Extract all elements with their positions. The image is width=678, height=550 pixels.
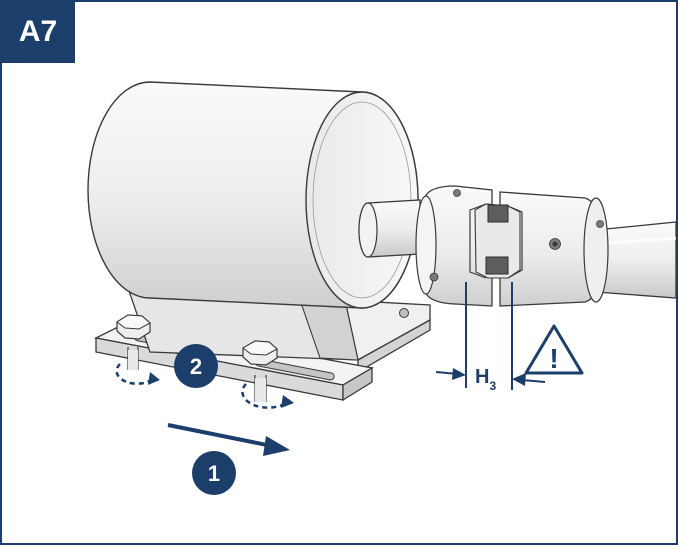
jaw-coupling [415, 185, 609, 307]
direction-arrow-icon [167, 423, 290, 456]
bolt-right [242, 340, 278, 402]
base-hole [399, 308, 409, 318]
spider-insert-top [487, 204, 509, 223]
bolt-left [116, 314, 151, 370]
svg-text:!: ! [549, 343, 558, 374]
motor-end-cap [305, 91, 419, 309]
dimension-h3: H3 [435, 282, 546, 393]
rotation-arrow-icon [115, 363, 294, 409]
step-badge: A7 [1, 1, 75, 63]
callout-2: 2 [174, 344, 218, 388]
warning-triangle-icon: ! [524, 324, 584, 375]
dimension-label: H3 [475, 366, 496, 393]
svg-text:1: 1 [208, 461, 220, 486]
driven-shaft [595, 221, 677, 299]
callout-1: 1 [192, 451, 236, 495]
spider-insert-bottom [485, 256, 509, 275]
svg-text:2: 2 [190, 354, 202, 379]
motor-shaft [358, 199, 421, 258]
